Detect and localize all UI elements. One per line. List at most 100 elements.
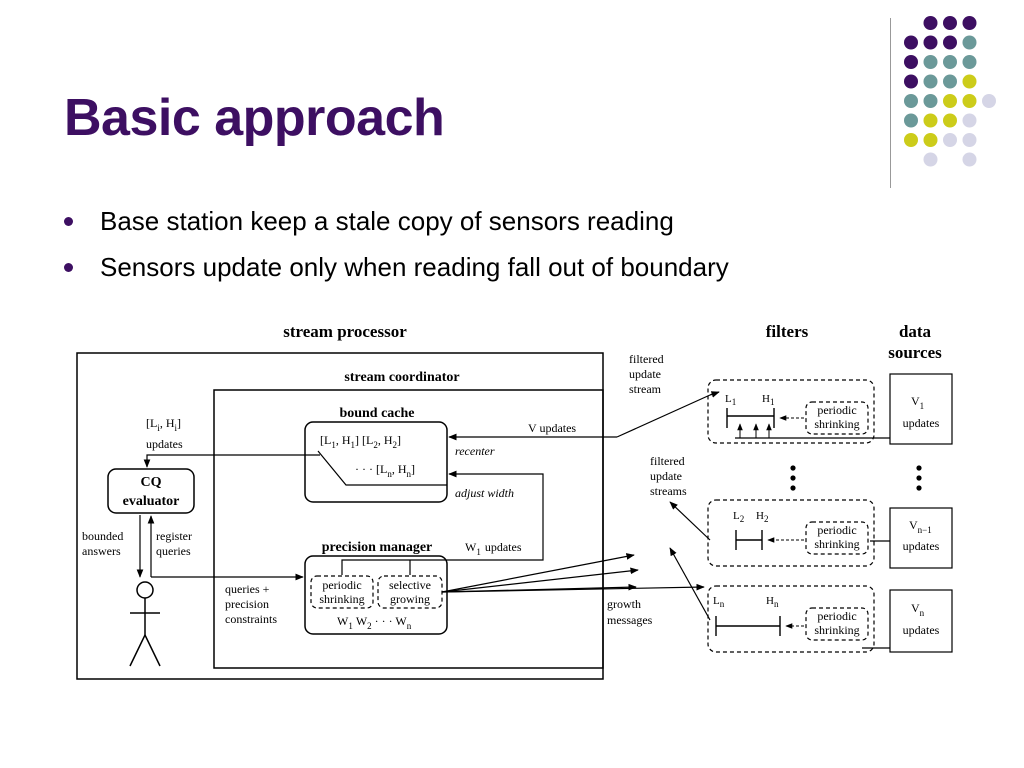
slide-title: Basic approach xyxy=(64,89,445,147)
data-sources-label-1: data xyxy=(899,322,932,341)
filter-2-h: H2 xyxy=(756,510,768,524)
adjust-width-label: adjust width xyxy=(455,486,514,500)
decorative-dot xyxy=(923,113,938,128)
evaluator-label: evaluator xyxy=(123,494,180,509)
filtered-stream-label-1: filtered xyxy=(629,352,664,366)
decorative-dot xyxy=(943,113,957,128)
bound-cache-box xyxy=(304,421,448,503)
bounded-label-1: bounded xyxy=(82,529,123,543)
source-1-v: V1 xyxy=(911,394,924,411)
precision-manager-box xyxy=(304,555,448,635)
source-n-updates: updates xyxy=(903,623,940,637)
cq-evaluator-box xyxy=(107,468,195,514)
decorative-dot xyxy=(904,133,918,147)
source-n-v: Vn xyxy=(911,601,925,618)
filtered-streams-arrow-3 xyxy=(669,547,711,621)
decorative-dot xyxy=(923,152,938,167)
cq-label: CQ xyxy=(141,475,162,490)
filter-2-shrink-box xyxy=(805,521,869,555)
decorative-dot xyxy=(923,74,938,89)
stream-processor-label: stream processor xyxy=(283,322,407,341)
decorative-dot xyxy=(923,133,938,147)
decorative-dot xyxy=(962,16,977,30)
bound-cache-label: bound cache xyxy=(339,406,414,421)
cache-row-2: · · · [Ln, Hn] xyxy=(355,462,415,479)
decorative-dot xyxy=(923,35,938,50)
filtered-stream-line xyxy=(616,394,711,438)
decorative-dot xyxy=(904,74,918,89)
source-1-updates: updates xyxy=(903,416,940,430)
source-n1-v: Vn−1 xyxy=(909,518,932,535)
cache-link-line xyxy=(317,450,447,486)
decorative-dot xyxy=(943,74,957,89)
v-updates-label: V updates xyxy=(528,421,576,435)
vertical-rule xyxy=(890,18,891,188)
decorative-dot xyxy=(943,35,957,50)
decorative-dot xyxy=(962,74,977,89)
growing-label: growing xyxy=(390,592,430,606)
queries-label-3: constraints xyxy=(225,612,277,626)
decorative-dot xyxy=(962,35,977,50)
decorative-dot xyxy=(962,113,977,128)
filtered-streams-label-2: update xyxy=(650,469,682,483)
decorative-dot xyxy=(923,94,938,108)
filtered-streams-label-3: streams xyxy=(650,484,687,498)
growth-arrow-2 xyxy=(441,567,639,593)
filtered-stream-arrow-end xyxy=(709,391,720,398)
decorative-dot xyxy=(943,55,957,69)
growth-label-2: messages xyxy=(607,613,653,627)
bullet-dot xyxy=(64,263,73,272)
source-n1-updates: updates xyxy=(903,539,940,553)
adjust-width-arrow xyxy=(448,470,544,555)
shrinking-label: shrinking xyxy=(319,592,364,606)
filter-n-bracket xyxy=(715,616,781,636)
growth-arrow-4 xyxy=(441,583,705,593)
filter-n-l: Ln xyxy=(713,595,725,609)
source-n1-box xyxy=(889,507,953,569)
filter-n-periodic: periodic xyxy=(817,609,856,623)
bullet-text: Base station keep a stale copy of sensor… xyxy=(100,206,674,236)
bounded-label-2: answers xyxy=(82,544,121,558)
decorative-dot xyxy=(962,152,977,167)
decorative-dot xyxy=(923,55,938,69)
filtered-streams-arrow-2 xyxy=(669,501,711,541)
bullet-text: Sensors update only when reading fall ou… xyxy=(100,252,729,282)
decorative-dot xyxy=(943,133,957,147)
filter-1-periodic: periodic xyxy=(817,403,856,417)
stream-coordinator-label: stream coordinator xyxy=(344,370,459,385)
filter-1-h: H1 xyxy=(762,393,774,407)
source-n-box xyxy=(889,589,953,653)
filter-2-periodic: periodic xyxy=(817,523,856,537)
w1-line xyxy=(447,555,544,561)
filter-n-shrinking: shrinking xyxy=(814,623,859,637)
precision-manager-label: precision manager xyxy=(322,540,433,555)
decorative-dot xyxy=(923,16,938,30)
queries-label-1: queries + xyxy=(225,582,270,596)
filter-2-bracket xyxy=(735,530,763,550)
filter-n-shrink-box xyxy=(805,607,869,641)
filtered-stream-label-3: stream xyxy=(629,382,662,396)
user-figure xyxy=(129,581,161,667)
register-label-1: register xyxy=(156,529,192,543)
decorative-dot xyxy=(904,113,918,128)
data-sources-label-2: sources xyxy=(888,343,942,362)
filter-2-l: L2 xyxy=(733,510,744,524)
decorative-dot xyxy=(962,94,977,108)
cache-row-1: [L1, H1] [L2, H2] xyxy=(320,433,401,450)
filter-2-shrinking: shrinking xyxy=(814,537,859,551)
bullet-list: Base station keep a stale copy of sensor… xyxy=(62,198,729,290)
decorative-dot xyxy=(962,55,977,69)
queries-label-2: precision xyxy=(225,597,269,611)
recenter-label: recenter xyxy=(455,444,495,458)
decorative-dot-grid xyxy=(904,16,996,167)
periodic-shrinking-box xyxy=(310,575,374,609)
filter-n-h: Hn xyxy=(766,595,779,609)
bullet-item: Sensors update only when reading fall ou… xyxy=(62,244,729,290)
decorative-dot xyxy=(943,94,957,108)
decorative-dot xyxy=(904,94,918,108)
decorative-dot xyxy=(904,35,918,50)
periodic-label: periodic xyxy=(322,578,361,592)
filter-1-l: L1 xyxy=(725,393,736,407)
filter-1-box xyxy=(707,379,875,444)
